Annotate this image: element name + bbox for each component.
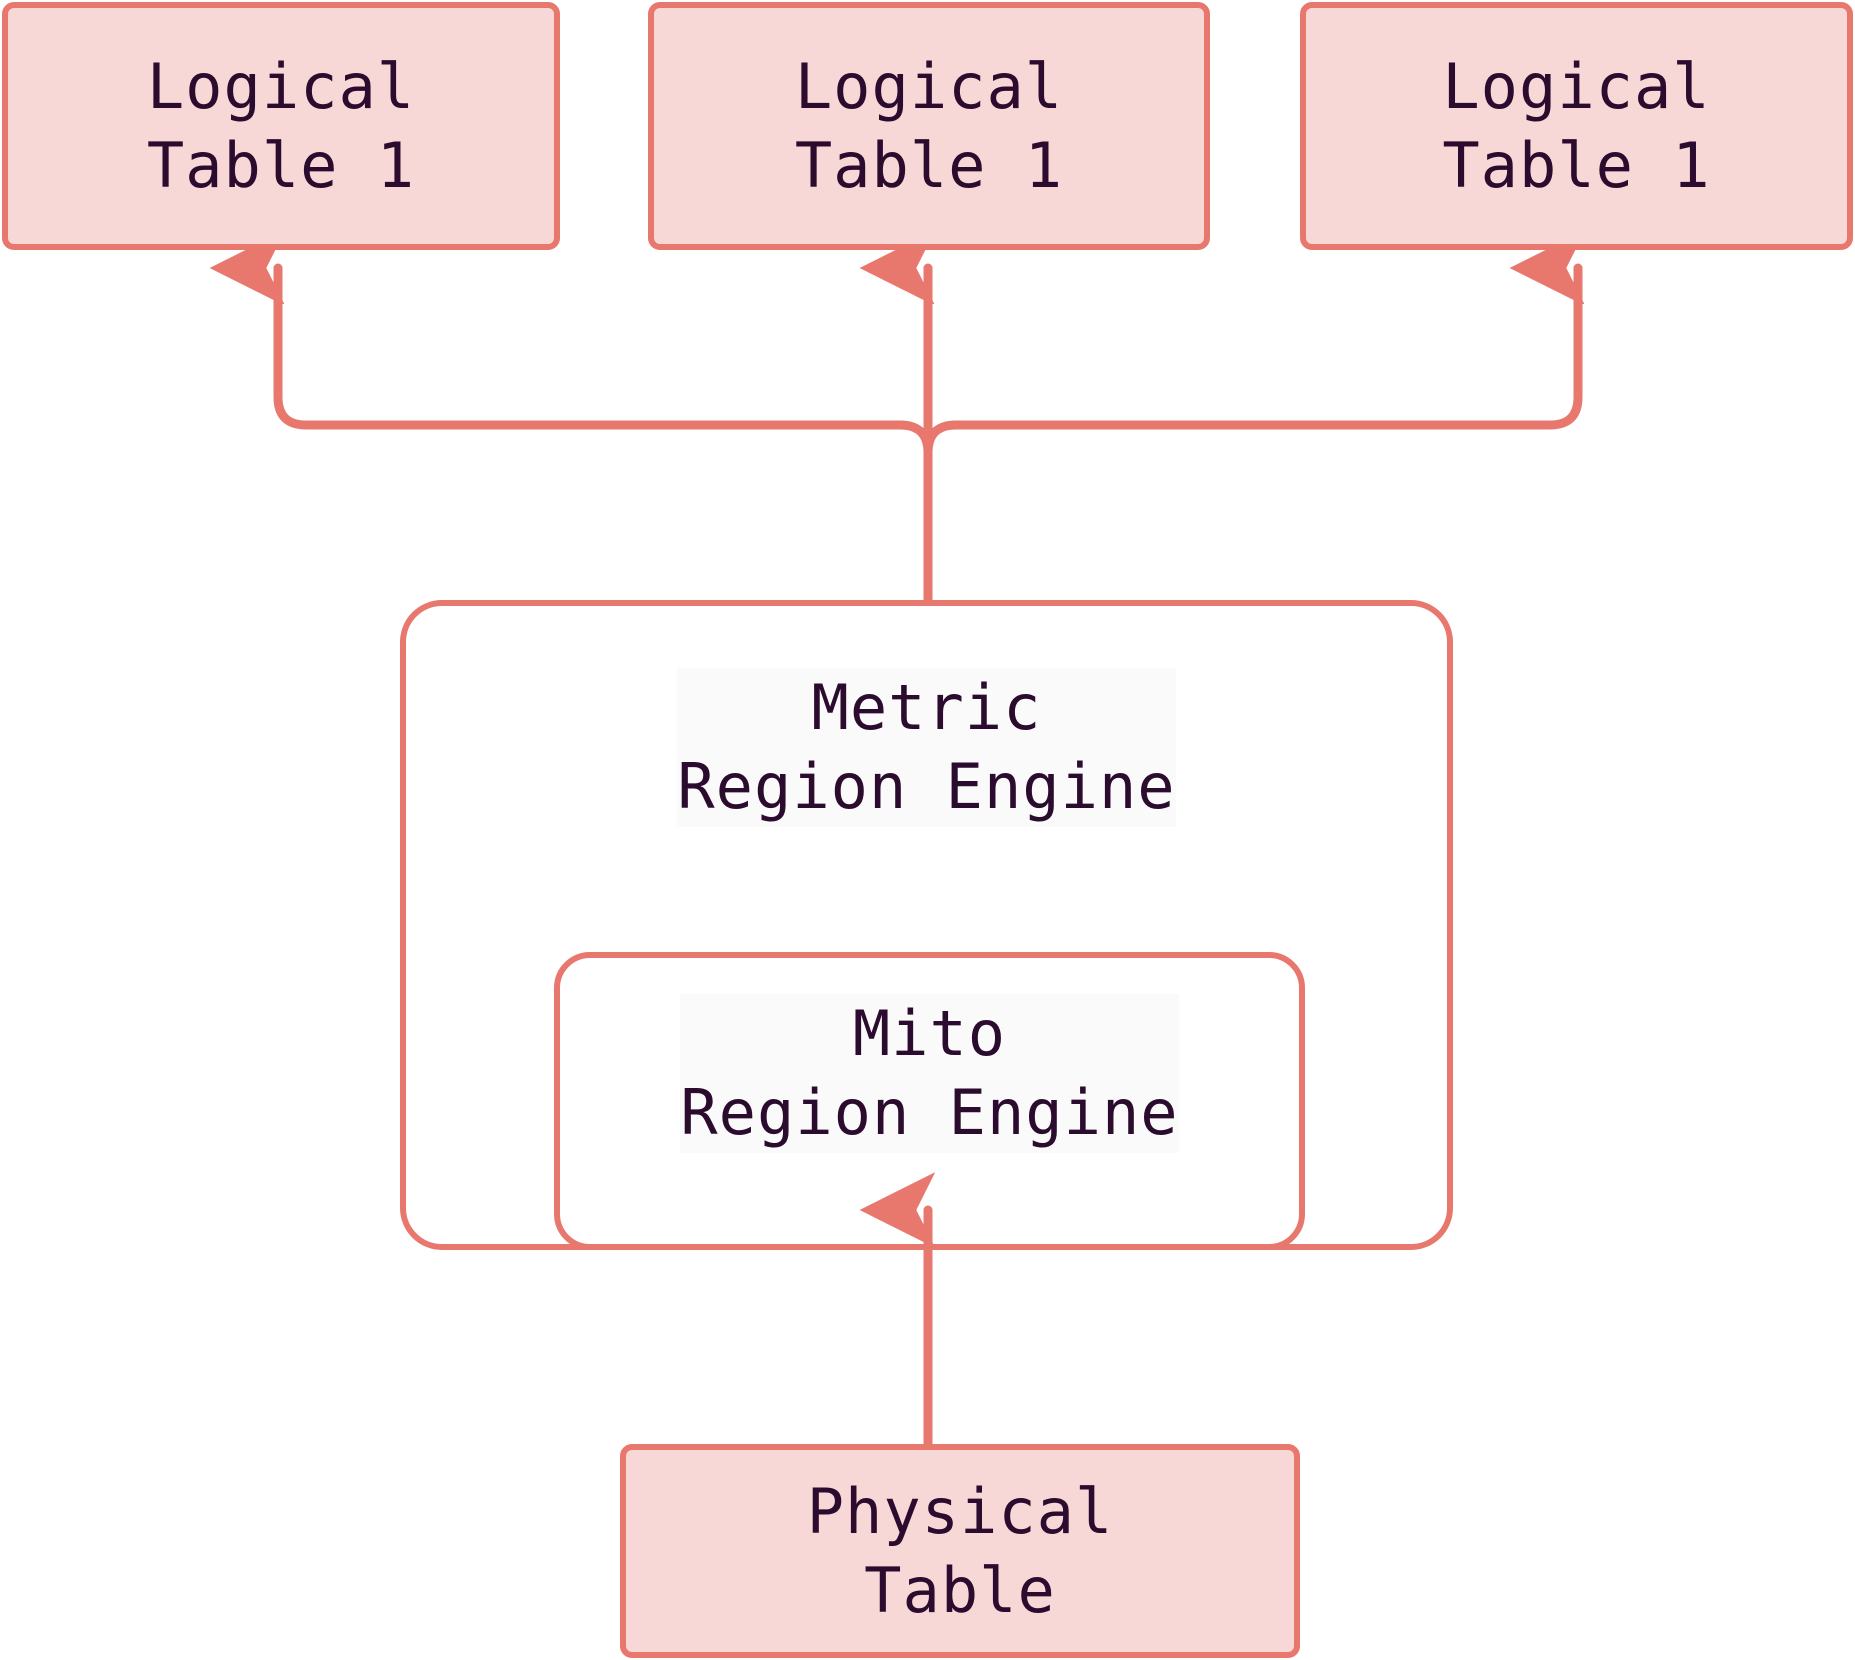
edge-metric-to-logical-3: [951, 268, 1578, 430]
connector-trunk-right-shoulder: [923, 420, 961, 458]
physical-table-line-2: Table: [864, 1554, 1056, 1627]
logical-table-2-line-1: Logical: [794, 49, 1064, 123]
logical-table-2-line-2: Table 1: [794, 129, 1064, 202]
logical-table-3-line-2: Table 1: [1442, 129, 1711, 202]
metric-region-engine-line-1: Metric: [811, 671, 1042, 744]
logical-table-1-line-1: Logical: [146, 49, 416, 123]
connector-trunk: [895, 420, 933, 605]
edge-metric-to-logical-1: [278, 268, 905, 430]
logical-table-1-line-2: Table 1: [146, 129, 416, 202]
metric-region-engine-line-2: Region Engine: [677, 750, 1176, 824]
mito-region-engine-line-1: Mito: [852, 997, 1007, 1070]
physical-table-line-1: Physical: [806, 1474, 1114, 1548]
mito-region-engine-line-2: Region Engine: [680, 1076, 1179, 1150]
logical-table-3-line-1: Logical: [1442, 49, 1711, 123]
